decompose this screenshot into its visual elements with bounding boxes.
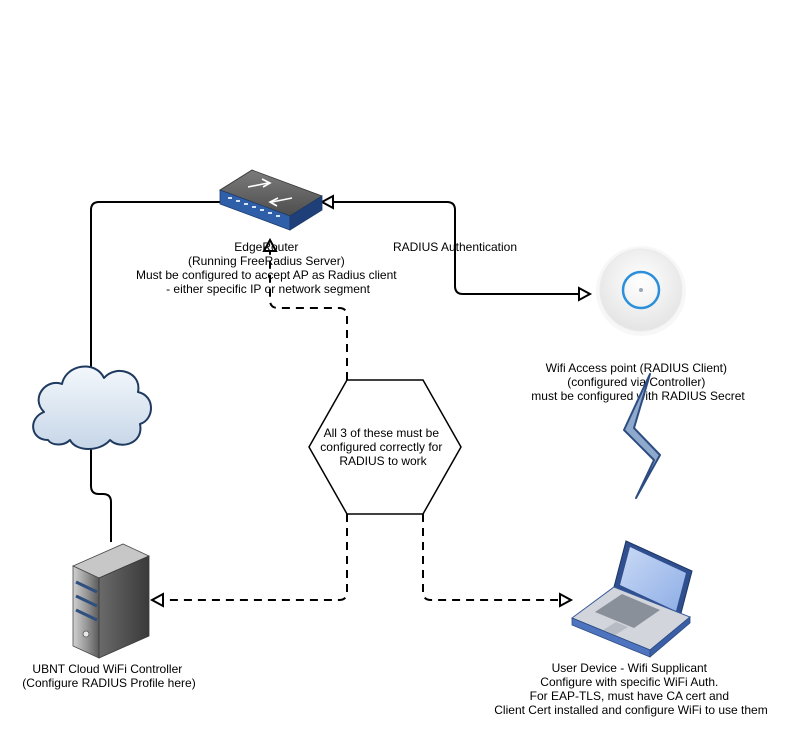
router-label: EdgeRouter (Running FreeRadius Server) M…: [136, 240, 400, 296]
arrowhead-router-in: [319, 194, 334, 210]
cloud-to-controller-link: [90, 445, 112, 542]
hexagon-line-2: configured correctly for: [320, 440, 442, 454]
arrowhead-ap-in: [578, 286, 593, 302]
server-tower-icon[interactable]: [72, 543, 150, 659]
ap-label-line-1: Wifi Access point (RADIUS Client): [546, 361, 727, 375]
ap-label-line-2: (configured via Controller): [567, 375, 705, 389]
device-label-line-1: User Device - Wifi Supplicant: [552, 661, 708, 675]
radius-auth-link: [333, 201, 580, 295]
lightning-bolt-icon: [623, 373, 661, 499]
hexagon-to-controller-link: [165, 514, 348, 601]
network-switch-icon[interactable]: [219, 169, 323, 231]
hexagon-text: All 3 of these must be configured correc…: [320, 426, 445, 468]
controller-label-line-2: (Configure RADIUS Profile here): [22, 676, 195, 690]
arrowhead-router-up: [262, 237, 278, 252]
device-label-line-3: For EAP-TLS, must have CA cert and: [530, 689, 729, 703]
hexagon-to-router-link: [269, 252, 348, 380]
hexagon-line-3: RADIUS to work: [339, 454, 427, 468]
radius-auth-label: RADIUS Authentication: [393, 240, 517, 254]
cloud-icon: [32, 365, 152, 450]
router-to-cloud-link: [90, 201, 224, 372]
router-label-line-2: (Running FreeRadius Server): [188, 254, 345, 268]
requirements-hexagon: [308, 379, 462, 515]
router-label-line-1: EdgeRouter: [234, 240, 298, 254]
ap-label-line-3: must be configured with RADIUS Secret: [531, 389, 745, 403]
router-label-line-4: - either specific IP or network segment: [166, 282, 371, 296]
wireless-access-point-icon[interactable]: [596, 246, 686, 336]
laptop-icon[interactable]: [570, 540, 693, 658]
hexagon-to-device-link: [422, 514, 558, 601]
controller-label: UBNT Cloud WiFi Controller (Configure RA…: [22, 662, 195, 690]
arrowhead-controller-in: [149, 592, 164, 608]
device-label-line-2: Configure with specific WiFi Auth.: [540, 675, 718, 689]
controller-label-line-1: UBNT Cloud WiFi Controller: [32, 662, 182, 676]
device-label-line-4: Client Cert installed and configure WiFi…: [494, 703, 767, 717]
user-device-label: User Device - Wifi Supplicant Configure …: [494, 661, 767, 717]
arrowhead-device-in: [559, 592, 574, 608]
access-point-label: Wifi Access point (RADIUS Client) (confi…: [531, 361, 745, 403]
hexagon-line-1: All 3 of these must be: [324, 426, 440, 440]
router-label-line-3: Must be configured to accept AP as Radiu…: [136, 268, 397, 282]
